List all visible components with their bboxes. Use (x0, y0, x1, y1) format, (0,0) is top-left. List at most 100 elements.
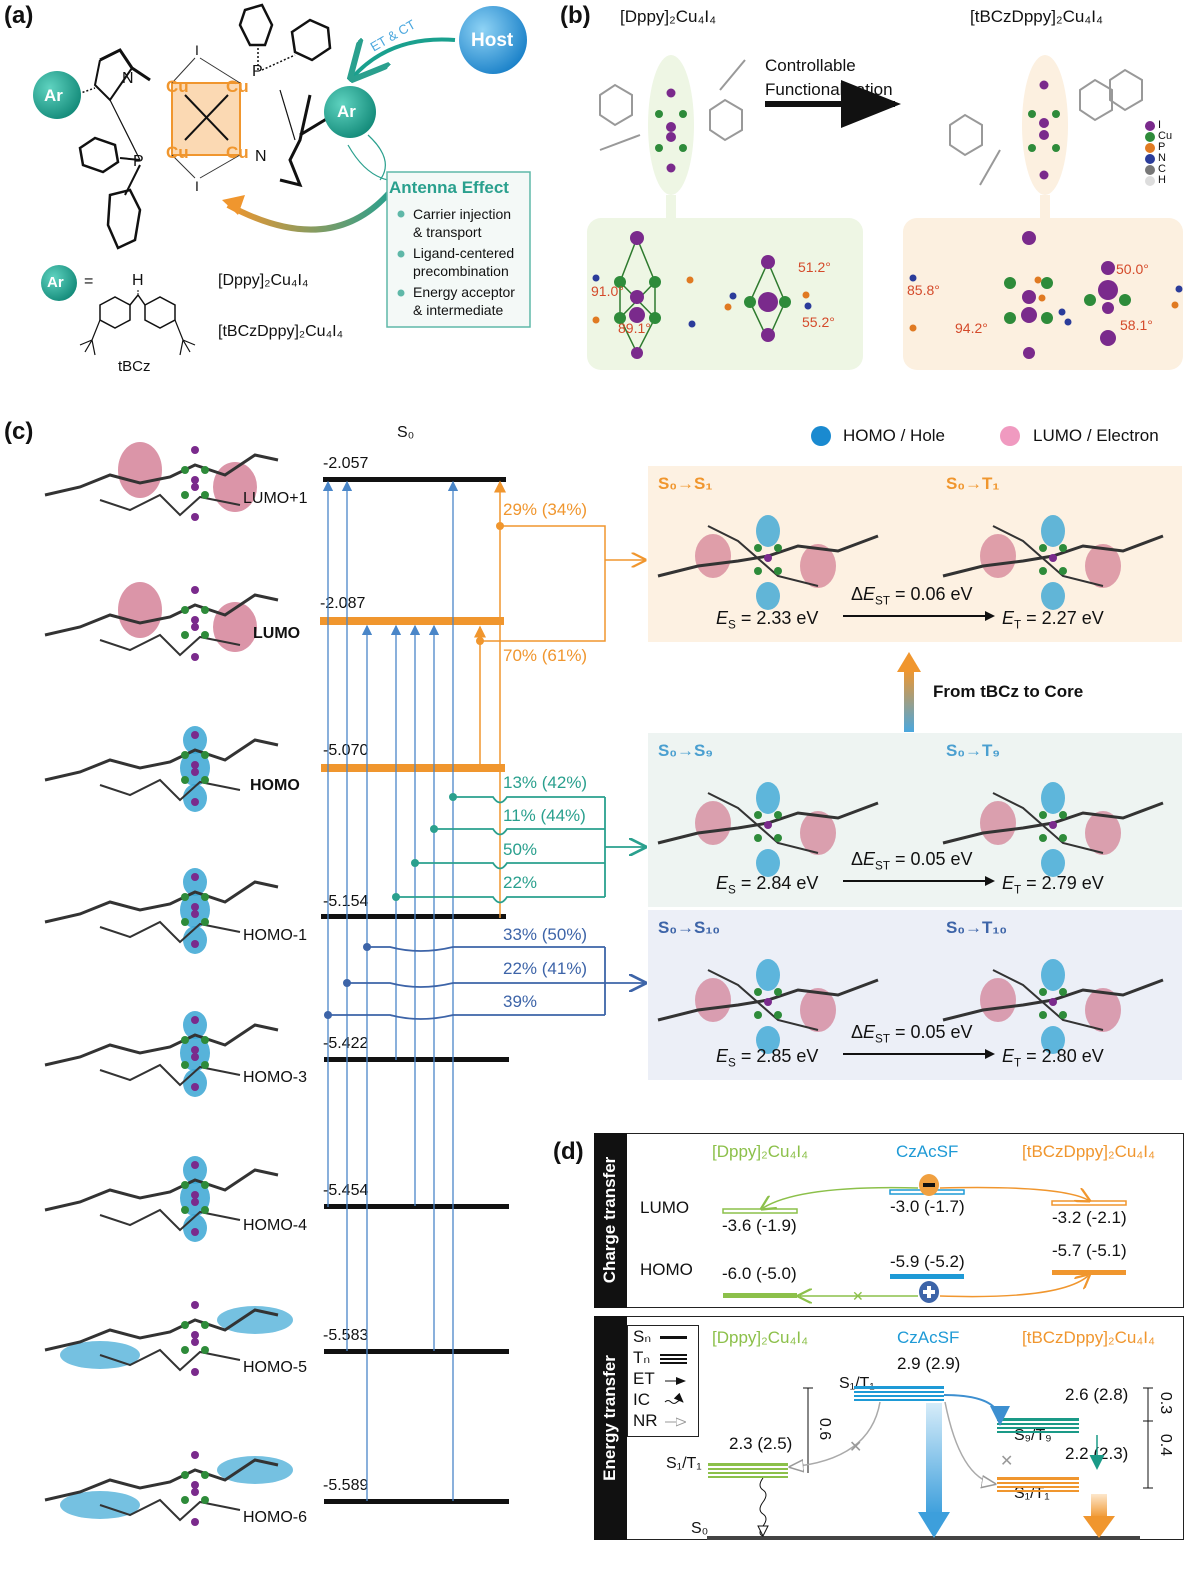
arrowhead (985, 876, 995, 886)
cu-bl: Cu (166, 143, 189, 162)
tbcz-emission-arrow (1083, 1516, 1115, 1538)
delta-est-arrow (843, 611, 995, 621)
transition-singlet-label: S₀→S₉ (658, 741, 713, 760)
ct-lumo-dppy: -3.6 (-1.9) (722, 1216, 797, 1235)
orange-contrib-1: 29% (34%) (503, 500, 588, 519)
orbital-molecule-homo (40, 710, 280, 820)
level-dppy-s1t1: 2.3 (2.5) (729, 1434, 793, 1453)
triplet-energy: ET = 2.79 eV (1002, 873, 1104, 897)
ct-lumo-czacsf: -3.0 (-1.7) (890, 1197, 965, 1216)
level-lumo (320, 617, 504, 625)
level-homo-5 (324, 1349, 509, 1354)
ct-homo-label: HOMO (640, 1260, 693, 1279)
energy-homo-1: -5.154 (323, 893, 369, 910)
element-legend-labels: I Cu P N C H (1158, 120, 1172, 186)
tbcz-label: tBCz (118, 358, 151, 375)
ar-equals: = (84, 273, 94, 290)
czacsf-s1t1-bar (854, 1386, 944, 1401)
ar-circle-left (33, 71, 81, 119)
legend-h: H (1158, 174, 1166, 186)
p-left: P (133, 153, 144, 170)
n-right: N (255, 148, 267, 165)
legend-et: ET (633, 1369, 655, 1388)
energy-homo-4: -5.454 (323, 1182, 369, 1199)
level-tbcz-s9t9: 2.6 (2.8) (1065, 1385, 1129, 1404)
homo-legend-label: HOMO / Hole (843, 426, 946, 445)
orbital-molecule-lumo (40, 565, 280, 675)
energy-lumo-plus-1: -2.057 (323, 455, 369, 472)
transition-triplet-label: S₀→T₁₀ (946, 918, 1008, 937)
host-circle (459, 6, 527, 74)
level-lumo-plus-1 (323, 477, 506, 482)
singlet-energy: ES = 2.85 eV (716, 1046, 819, 1070)
panel-d-label: (d) (553, 1138, 584, 1165)
tbcz-s1t1-bar (997, 1477, 1079, 1492)
level-homo-1 (321, 914, 506, 919)
legend-sn: Sₙ (633, 1327, 652, 1346)
orbital-name-lumo: LUMO (253, 625, 301, 642)
singlet-molecule (648, 486, 888, 610)
transition-singlet-label: S₀→S₁₀ (658, 918, 721, 937)
blue-contrib-3: 39% (503, 992, 538, 1011)
energy-homo-3: -5.422 (323, 1035, 369, 1052)
czacsf-emission-arrow (918, 1512, 950, 1538)
level-homo-6 (324, 1499, 509, 1504)
legend-cu: Cu (1158, 130, 1173, 142)
ct-compound-dppy: [Dppy]₂Cu₄I₄ (712, 1142, 809, 1161)
panel-b-label: (b) (560, 2, 591, 29)
s0-baseline (707, 1536, 1140, 1540)
ct-homo-czacsf: -5.9 (-5.2) (890, 1252, 965, 1271)
cu-tr: Cu (226, 77, 249, 96)
antenna-item-2-line2: precombination (413, 263, 509, 279)
ar-circle-right (324, 86, 376, 138)
legend-ic: IC (633, 1390, 650, 1409)
energy-transfer-sidebar (594, 1316, 627, 1540)
ct-lumo-label: LUMO (640, 1198, 690, 1217)
compound-tbczdppy: [tBCzDppy]₂Cu₄I₄ (218, 323, 344, 340)
legend-p: P (1158, 141, 1166, 153)
delta-est-arrow (843, 1049, 995, 1059)
arrowhead (985, 611, 995, 621)
orbital-molecule-homo-5 (40, 1280, 293, 1390)
svg-text:✕: ✕ (849, 1437, 862, 1456)
green-contrib-1: 13% (42%) (503, 773, 588, 792)
transition-singlet-label: S₀→S₁ (658, 474, 713, 493)
core-detail-left-box (587, 218, 863, 370)
antenna-item-1-line1: Carrier injection (413, 206, 512, 222)
antenna-effect-box (386, 171, 531, 328)
delta-est-arrow (843, 876, 995, 886)
green-contrib-3: 50% (503, 840, 538, 859)
antenna-item-2-line1: Ligand-centered (413, 245, 515, 261)
cu-tl: Cu (166, 77, 189, 96)
orbital-name-homo-1: HOMO-1 (243, 927, 307, 944)
arrowhead (985, 1049, 995, 1059)
blue-contrib-2: 22% (41%) (503, 959, 588, 978)
singlet-molecule (648, 930, 888, 1054)
triplet-molecule (933, 930, 1173, 1054)
triplet-molecule (933, 753, 1173, 877)
label-dppy-s1t1: S₁/T₁ (666, 1455, 702, 1472)
label-s0: S₀ (691, 1520, 709, 1537)
triplet-molecule (933, 486, 1173, 610)
antenna-effect-title: Antenna Effect (389, 178, 509, 197)
legend-i: I (1158, 119, 1162, 131)
i-bottom: I (195, 178, 199, 194)
ar-circle-legend (41, 265, 77, 301)
dppy-s1t1-bar (708, 1463, 788, 1478)
singlet-energy: ES = 2.33 eV (716, 608, 819, 632)
antenna-item-2: Ligand-centered precombination (413, 244, 514, 280)
legend-c: C (1158, 163, 1166, 175)
ar-text-left: Ar (44, 86, 63, 105)
green-contrib-4: 22% (503, 873, 538, 892)
orbital-molecule-homo-4 (40, 1140, 280, 1250)
triplet-energy: ET = 2.80 eV (1002, 1046, 1104, 1070)
ct-compound-tbczdppy: [tBCzDppy]₂Cu₄I₄ (1022, 1142, 1155, 1161)
level-homo (321, 764, 505, 772)
delta-est: ΔEST = 0.05 eV (851, 1022, 973, 1046)
orbital-molecule-homo-1 (40, 852, 280, 962)
ct-homo-tbczdppy: -5.7 (-5.1) (1052, 1241, 1127, 1260)
host-label: Host (471, 30, 514, 51)
